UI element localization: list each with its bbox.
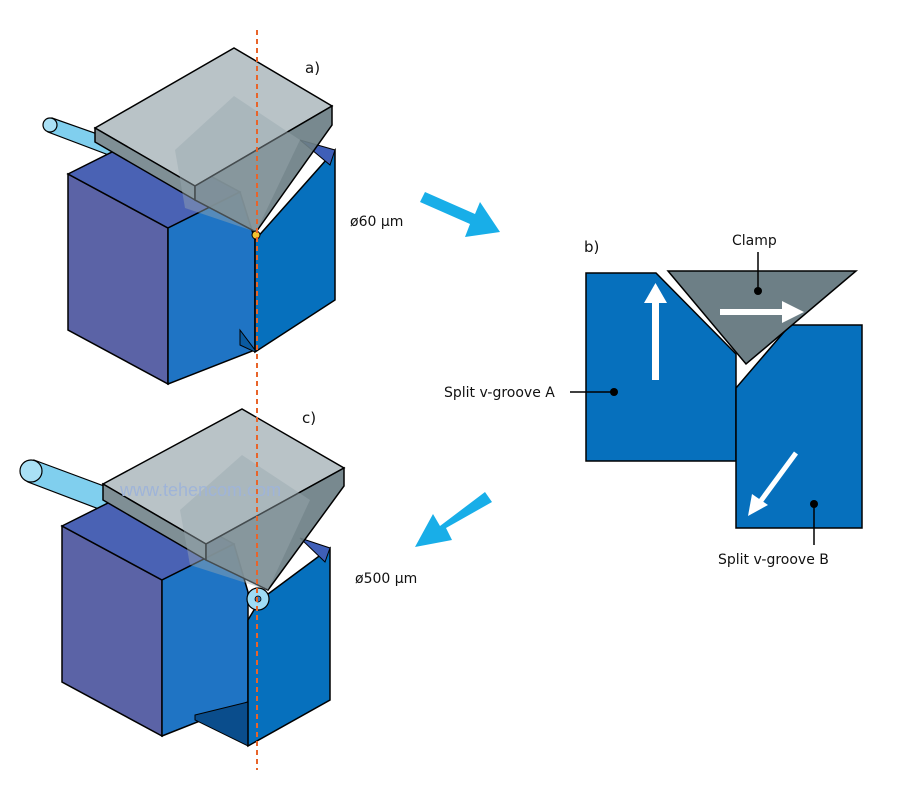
groove-b-label: Split v-groove B bbox=[718, 552, 829, 568]
arrow-right-white bbox=[720, 301, 804, 323]
clamp-c-wedge bbox=[205, 466, 345, 591]
split-v-groove-b bbox=[735, 324, 863, 529]
panel-b: b) Clamp Split v-groove A Split v-groove… bbox=[444, 233, 863, 568]
arrow-down-left-white bbox=[748, 451, 799, 516]
arrow-up-white bbox=[644, 283, 667, 380]
arrow-a-to-b bbox=[420, 192, 500, 237]
clamp-b bbox=[666, 270, 859, 366]
clamp-label: Clamp bbox=[732, 233, 777, 249]
label-a: a) bbox=[305, 59, 320, 77]
clamp-a-wedge bbox=[194, 104, 333, 233]
panel-c: c) www.tehencom.com bbox=[19, 408, 346, 748]
label-b: b) bbox=[584, 238, 599, 256]
right-block-a-front bbox=[254, 148, 336, 354]
watermark: www.tehencom.com bbox=[119, 480, 281, 500]
panel-a: a) bbox=[42, 47, 336, 386]
diameter-large-label: ø500 µm bbox=[355, 571, 417, 587]
label-c: c) bbox=[302, 409, 316, 427]
arrow-b-to-c bbox=[415, 492, 492, 547]
groove-a-label: Split v-groove A bbox=[444, 385, 555, 401]
diameter-small-label: ø60 µm bbox=[350, 214, 403, 230]
